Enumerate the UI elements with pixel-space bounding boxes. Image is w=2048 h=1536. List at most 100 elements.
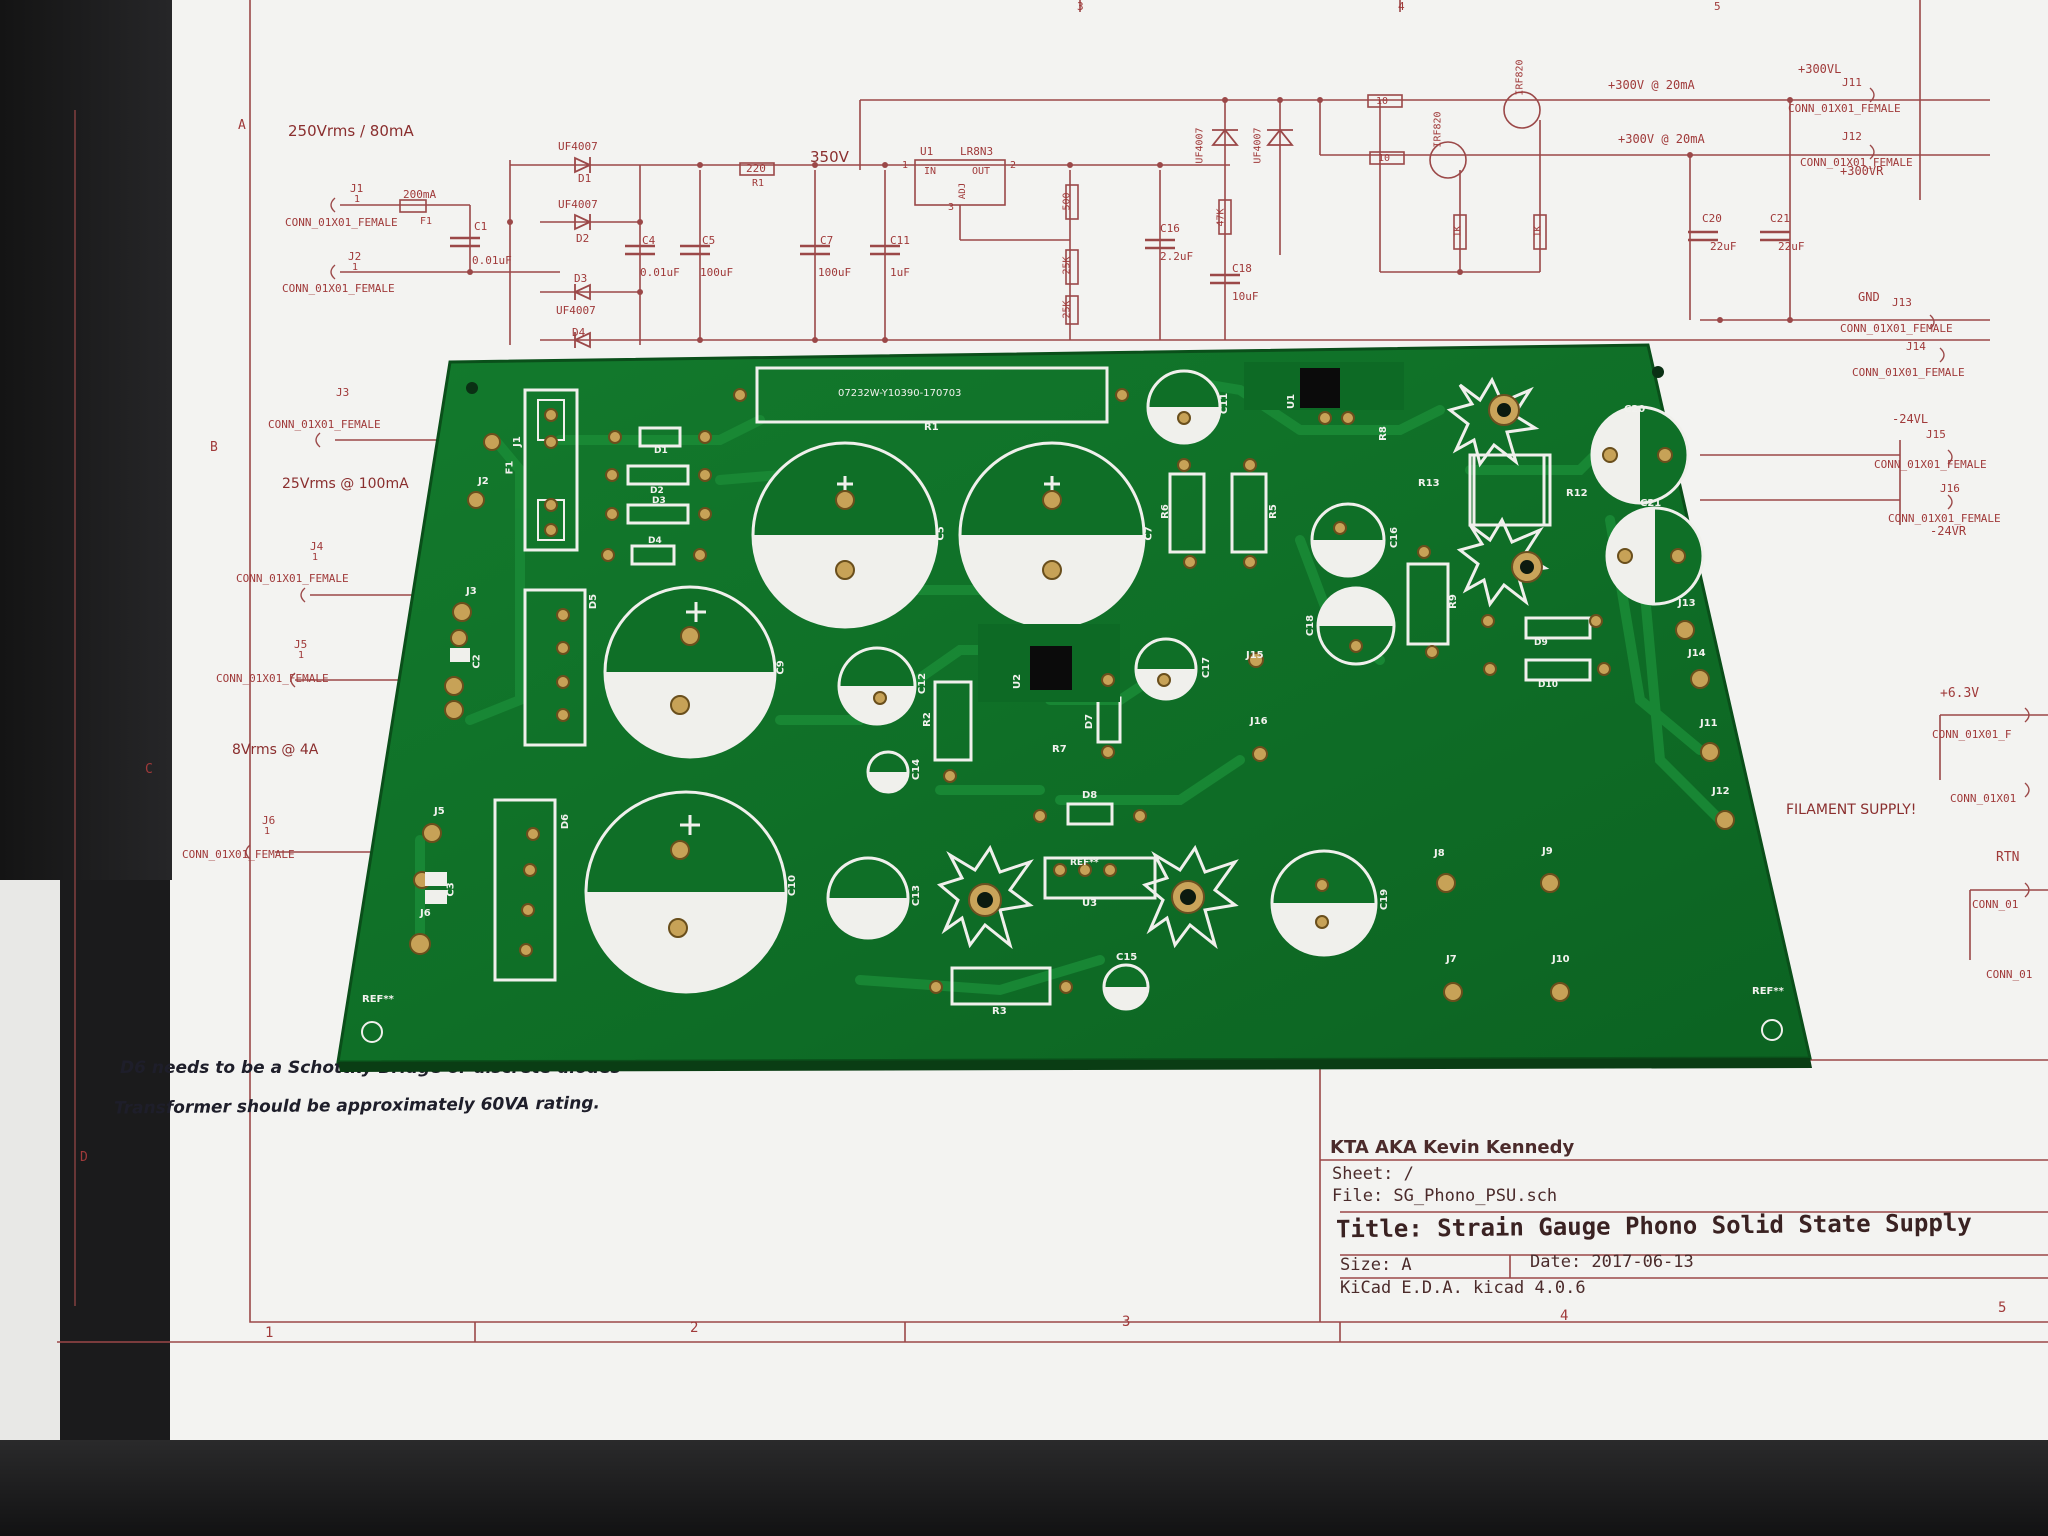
u1-pin1: 1 xyxy=(902,160,909,171)
pcb-d10: D10 xyxy=(1538,680,1558,690)
mid-rating-note: 25Vrms @ 100mA xyxy=(282,476,409,492)
u1-pin2: 2 xyxy=(1010,160,1017,171)
pcb-j9: J9 xyxy=(1542,846,1553,857)
col-label-1: 1 xyxy=(265,1325,274,1341)
pcb-edge xyxy=(338,1058,1812,1072)
tb-tool: KiCad E.D.A. kicad 4.0.6 xyxy=(1340,1278,1586,1298)
pcb-c10: C10 xyxy=(787,874,799,897)
col-label-5: 5 xyxy=(1998,1300,2007,1316)
j14-ref: J14 xyxy=(1906,340,1926,353)
j2-ref: J2 xyxy=(348,250,362,263)
hv-node-label: 350V xyxy=(810,148,849,166)
rail-6v3-label: +6.3V xyxy=(1940,686,1980,701)
r1-value: 220 xyxy=(746,162,766,175)
j14-name: CONN_01X01_FEMALE xyxy=(1852,366,1965,379)
col-label-4: 4 xyxy=(1560,1308,1569,1324)
d4-ref: D4 xyxy=(572,326,586,339)
rail-24vr-label: -24VR xyxy=(1930,524,1967,538)
tb-sheet: Sheet: / xyxy=(1332,1164,1414,1184)
r11-value: 10 xyxy=(1378,153,1391,164)
pcb-c14: C14 xyxy=(911,758,923,781)
row-label-d: D xyxy=(80,1150,88,1165)
pcb-r8: R8 xyxy=(1377,426,1389,441)
r1-marking: 07232W-Y10390-170703 xyxy=(838,388,962,399)
gnd-label: GND xyxy=(1858,290,1880,304)
u1-pin3: 3 xyxy=(948,202,955,213)
j15-name: CONN_01X01_FEMALE xyxy=(1874,458,1987,471)
j15-ref: J15 xyxy=(1926,428,1946,441)
pcb-j16: J16 xyxy=(1250,716,1268,727)
pcb-f1: F1 xyxy=(504,460,516,475)
top-col-label-4: 4 xyxy=(1398,0,1405,13)
rail-current-2: +300V @ 20mA xyxy=(1618,132,1705,146)
pcb-c12: C12 xyxy=(917,672,929,695)
j13-name: CONN_01X01_FEMALE xyxy=(1840,322,1953,335)
d3-ref: D3 xyxy=(574,272,588,285)
c11-ref: C11 xyxy=(890,234,910,247)
c4-value: 0.01uF xyxy=(640,266,680,279)
u1-ref: U1 xyxy=(920,145,934,158)
pcb-j8: J8 xyxy=(1434,848,1445,859)
pcb-c13: C13 xyxy=(911,884,923,907)
pcb-u1: U1 xyxy=(1286,393,1298,410)
d1-ref: D1 xyxy=(578,172,592,185)
d2-value: UF4007 xyxy=(558,198,598,211)
c18-value: 10uF xyxy=(1232,290,1259,303)
r1-ref: R1 xyxy=(752,178,765,189)
desk-left xyxy=(0,0,172,880)
mounting-holes xyxy=(361,366,1783,1043)
pcb-d8: D8 xyxy=(1082,790,1098,801)
j4-name: CONN_01X01_FEMALE xyxy=(236,572,349,585)
row-label-b: B xyxy=(210,440,218,455)
pcb-ref-marker-left: REF** xyxy=(362,994,394,1005)
rail-300vl-label: +300VL xyxy=(1798,62,1842,76)
c20-ref: C20 xyxy=(1702,212,1722,225)
pcb-c11: C11 xyxy=(1219,392,1231,415)
pcb-r6: R6 xyxy=(1159,504,1171,519)
j11-ref: J11 xyxy=(1842,76,1862,89)
pcb-j2: J2 xyxy=(478,476,489,487)
pcb-d9: D9 xyxy=(1534,638,1548,648)
j7-name: CONN_01X01_F xyxy=(1932,728,2012,741)
d1-value: UF4007 xyxy=(558,140,598,153)
j12-name: CONN_01X01_FEMALE xyxy=(1800,156,1913,169)
u1-in: IN xyxy=(924,166,937,177)
col-label-2: 2 xyxy=(690,1320,699,1336)
pcb-c19: C19 xyxy=(1379,888,1391,911)
pcb-c5: C5 xyxy=(935,526,947,541)
pcb-c15: C15 xyxy=(1116,952,1138,963)
d2-ref: D2 xyxy=(576,232,590,245)
c4-ref: C4 xyxy=(642,234,656,247)
regulator-pads xyxy=(978,362,1404,702)
rtn-name-2: CONN_01 xyxy=(1986,968,2033,981)
pcb-d6: D6 xyxy=(560,813,572,830)
pcb-r9: R9 xyxy=(1447,594,1459,609)
pcb-c18: C18 xyxy=(1305,614,1317,637)
pcb-r7: R7 xyxy=(1052,744,1067,755)
pcb-r13: R13 xyxy=(1418,478,1440,489)
pcb-d3: D3 xyxy=(652,496,666,506)
pcb-d7: D7 xyxy=(1084,713,1096,730)
fuse-holder-outline xyxy=(523,388,579,552)
d3-value: UF4007 xyxy=(556,304,596,317)
pcb-j10: J10 xyxy=(1552,954,1570,965)
pcb-r1: R1 xyxy=(924,422,939,433)
j16-ref: J16 xyxy=(1940,482,1960,495)
row-label-a: A xyxy=(238,118,246,133)
pcb-c20: C20 xyxy=(1624,404,1646,415)
d5-outline xyxy=(523,588,587,747)
pcb-u3: U3 xyxy=(1082,898,1098,909)
top-col-label-5: 5 xyxy=(1714,0,1721,13)
pcb-j6: J6 xyxy=(420,908,431,919)
pads xyxy=(409,388,1735,1002)
pcb-d5: D5 xyxy=(588,593,600,610)
filament-supply-note: FILAMENT SUPPLY! xyxy=(1786,802,1917,818)
pcb-r5: R5 xyxy=(1267,504,1279,519)
pcb-c16: C16 xyxy=(1389,526,1401,549)
j16-name: CONN_01X01_FEMALE xyxy=(1888,512,2001,525)
smd-pads xyxy=(425,648,470,904)
pcb-d4: D4 xyxy=(648,536,662,546)
c1-ref: C1 xyxy=(474,220,488,233)
pcb-u2: U2 xyxy=(1012,673,1024,690)
